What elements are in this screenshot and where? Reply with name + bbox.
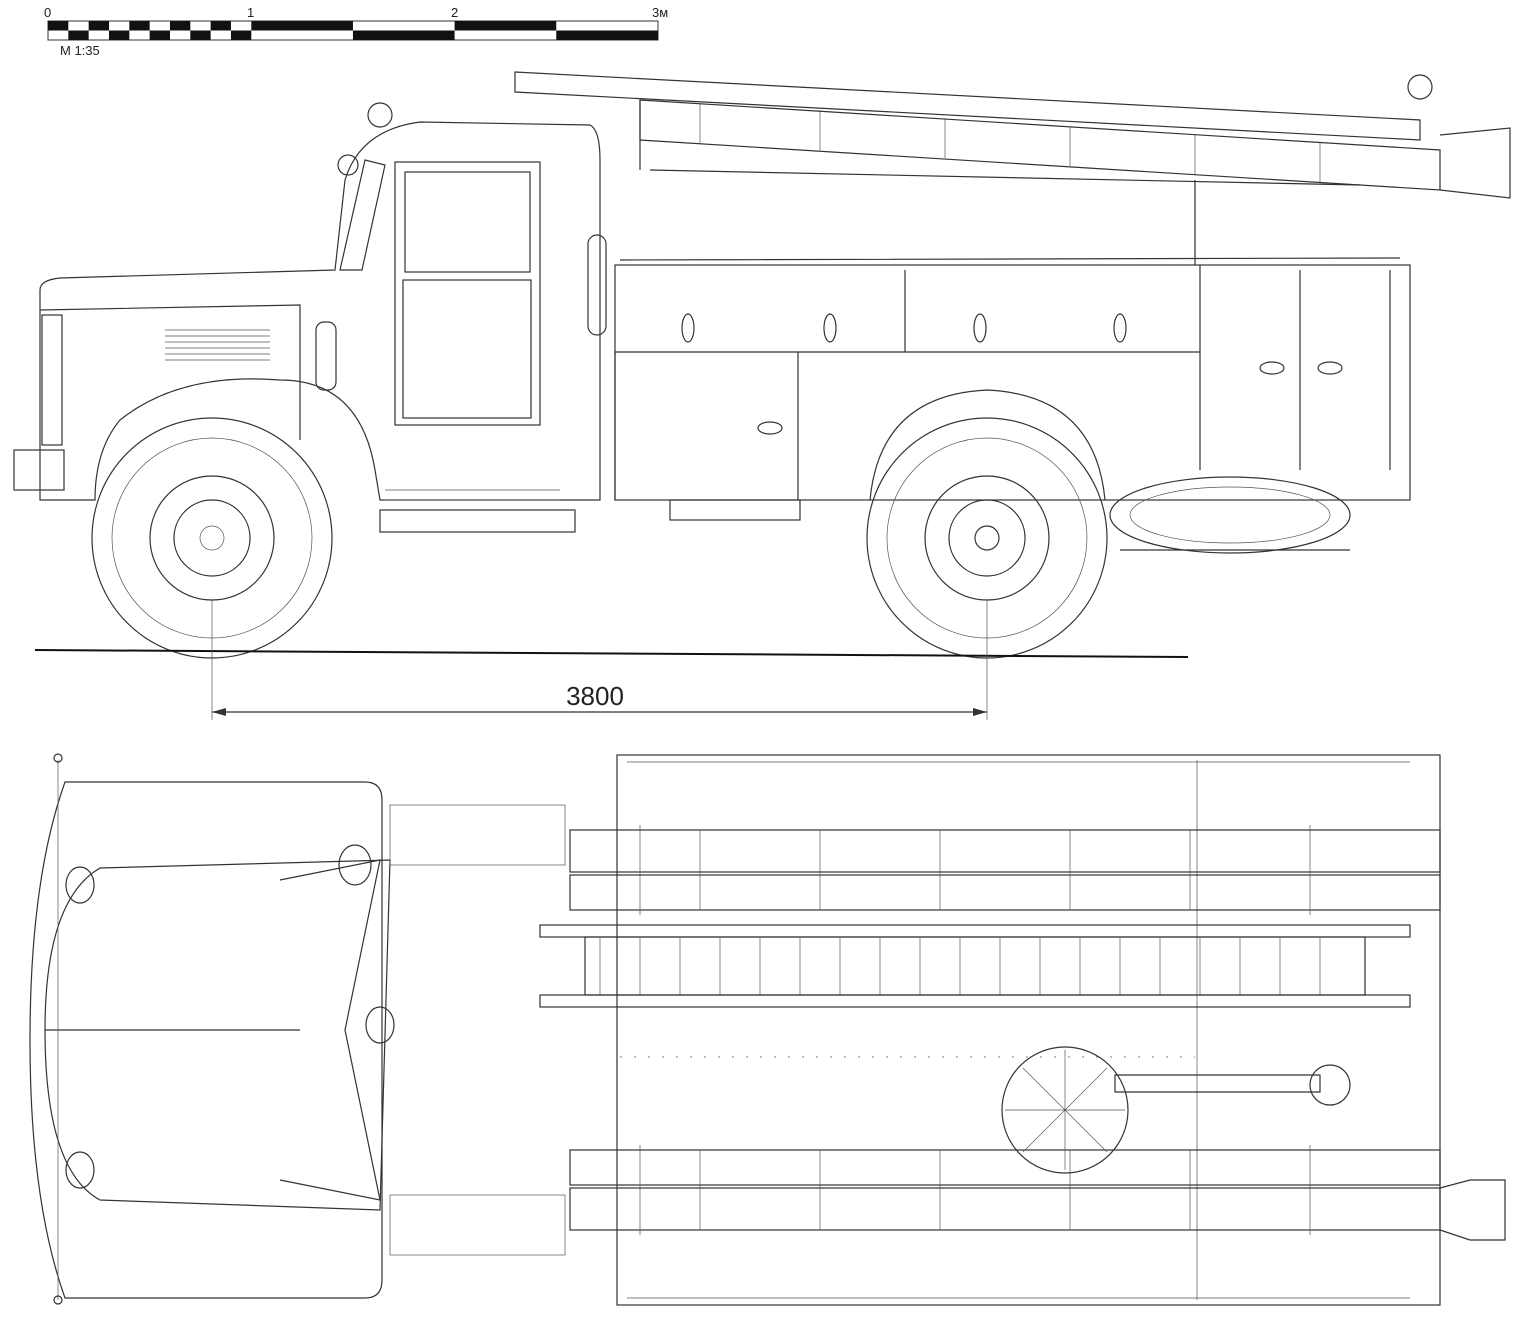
scale-segment (129, 21, 150, 31)
ladder-rungs (599, 937, 1321, 995)
ladder-side (514, 71, 1511, 199)
scale-segment (68, 30, 89, 40)
scale-bar: 0 1 2 3м M 1:35 (44, 5, 668, 58)
wheelbase-label: 3800 (566, 681, 624, 711)
spare-wheel (1109, 476, 1351, 554)
scale-segment (352, 30, 455, 40)
cab-top (29, 753, 566, 1305)
scale-segment (210, 21, 231, 31)
hose-reel-top (1001, 1046, 1351, 1174)
scale-segment (251, 21, 353, 31)
scale-segment (169, 21, 191, 31)
top-view (29, 753, 1506, 1306)
scale-segment (190, 30, 211, 40)
scale-segment (556, 30, 658, 40)
scale-tick-1: 1 (247, 5, 254, 20)
scale-segment (230, 30, 252, 40)
scale-segment (48, 21, 69, 31)
scale-segment (149, 30, 170, 40)
scale-tick-3: 3м (652, 5, 668, 20)
wheelbase-dimension: 3800 (211, 600, 988, 720)
hose-tubes-top (569, 825, 1506, 1241)
side-view: 3800 (13, 71, 1511, 720)
scale-segment (108, 30, 130, 40)
scale-segment (88, 21, 109, 31)
truck-body-top (616, 754, 1441, 1306)
scale-label: M 1:35 (60, 43, 100, 58)
scale-segment (454, 21, 557, 31)
ground-line (34, 649, 1189, 658)
ladder-top (539, 924, 1411, 1008)
scale-bar-segments (48, 21, 658, 40)
scale-tick-2: 2 (451, 5, 458, 20)
scale-tick-0: 0 (44, 5, 51, 20)
truck-cab-side (13, 102, 607, 533)
truck-body-side (614, 180, 1411, 554)
